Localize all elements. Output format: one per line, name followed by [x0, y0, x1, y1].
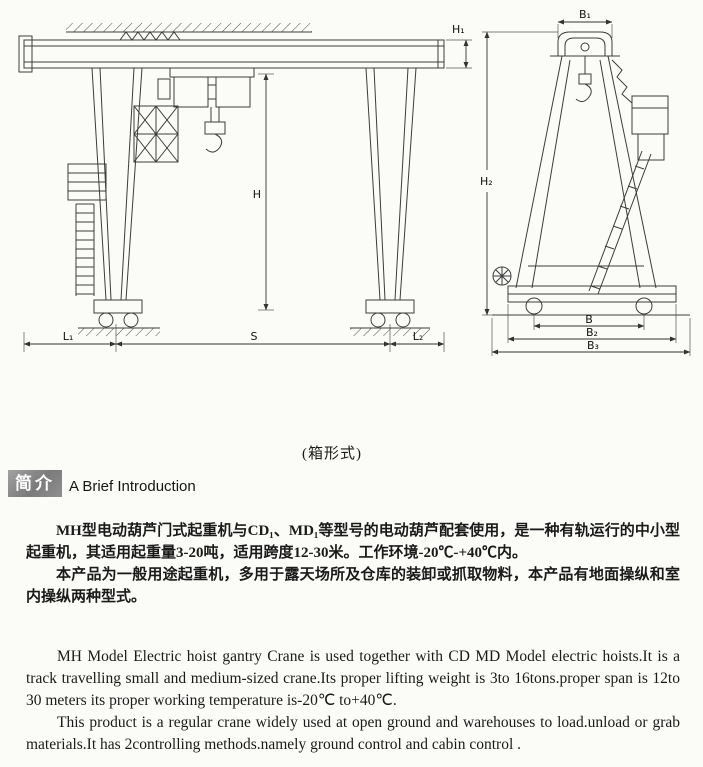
left-leg [91, 67, 143, 301]
power-cable [611, 59, 633, 104]
dim-label-s: S [251, 330, 258, 343]
dim-base-rows: B B₂ B₃ [491, 304, 691, 356]
dim-label-h2: H₂ [480, 175, 493, 188]
en-paragraph-1: MH Model Electric hoist gantry Crane is … [26, 648, 680, 709]
control-cabinet [133, 105, 179, 163]
en-paragraph-2: This product is a regular crane widely u… [26, 714, 680, 753]
dim-girder-height: H₁ [446, 23, 472, 69]
english-text-block: MH Model Electric hoist gantry Crane is … [26, 646, 680, 756]
girder-section [550, 31, 620, 57]
side-view-drawing: B₁ [480, 8, 691, 356]
hook-assembly [575, 56, 592, 103]
stairway [588, 150, 652, 295]
bottom-carriage [492, 285, 690, 316]
hook-icon [205, 133, 223, 153]
ladder [75, 203, 95, 296]
hook-icon [575, 83, 592, 103]
dim-span-row: L₁ S L₂ [23, 324, 445, 352]
festoon-cable [119, 31, 181, 41]
dim-top-width: B₁ [557, 8, 613, 38]
dim-total-height: H₂ [480, 31, 558, 316]
dim-label-l1: L₁ [63, 330, 74, 343]
ceiling-rail [66, 23, 312, 33]
dim-label-b1: B₁ [579, 8, 591, 21]
travel-wheel [525, 297, 543, 315]
main-girder [18, 35, 445, 73]
electrical-cabinet [631, 95, 669, 161]
a-frame-legs [515, 55, 657, 289]
cn-paragraph-1: MH型电动葫芦门式起重机与CD₁、MD₁等型号的电动葫芦配套使用，是一种有轨运行… [26, 523, 680, 561]
hoist-trolley [157, 67, 255, 153]
right-leg [365, 67, 417, 301]
figure-caption: (箱形式) [302, 446, 362, 462]
dim-lifting-height: H [253, 73, 274, 311]
dim-label-h1: H₁ [452, 23, 465, 36]
section-heading: A Brief Introduction [69, 478, 196, 495]
left-end-truck [93, 299, 143, 328]
dim-label-l2: L₂ [413, 330, 424, 343]
dim-label-b3: B₃ [587, 339, 599, 352]
front-view-drawing: H₁ [18, 23, 472, 352]
right-end-truck [365, 299, 415, 328]
left-ground-hatch [78, 327, 160, 336]
hand-wheel [492, 266, 512, 286]
dim-label-h: H [253, 188, 261, 201]
dim-label-b: B [585, 313, 593, 326]
chinese-text-block: MH型电动葫芦门式起重机与CD₁、MD₁等型号的电动葫芦配套使用，是一种有轨运行… [26, 520, 680, 608]
section-stamp: 简介 [8, 470, 62, 497]
cn-paragraph-2: 本产品为一般用途起重机，多用于露天场所及仓库的装卸或抓取物料，本产品有地面操纵和… [26, 567, 680, 605]
resistor-box [67, 163, 107, 201]
travel-wheel [635, 297, 653, 315]
section-header: 简介 A Brief Introduction [8, 470, 196, 497]
dim-label-b2: B₂ [586, 326, 598, 339]
